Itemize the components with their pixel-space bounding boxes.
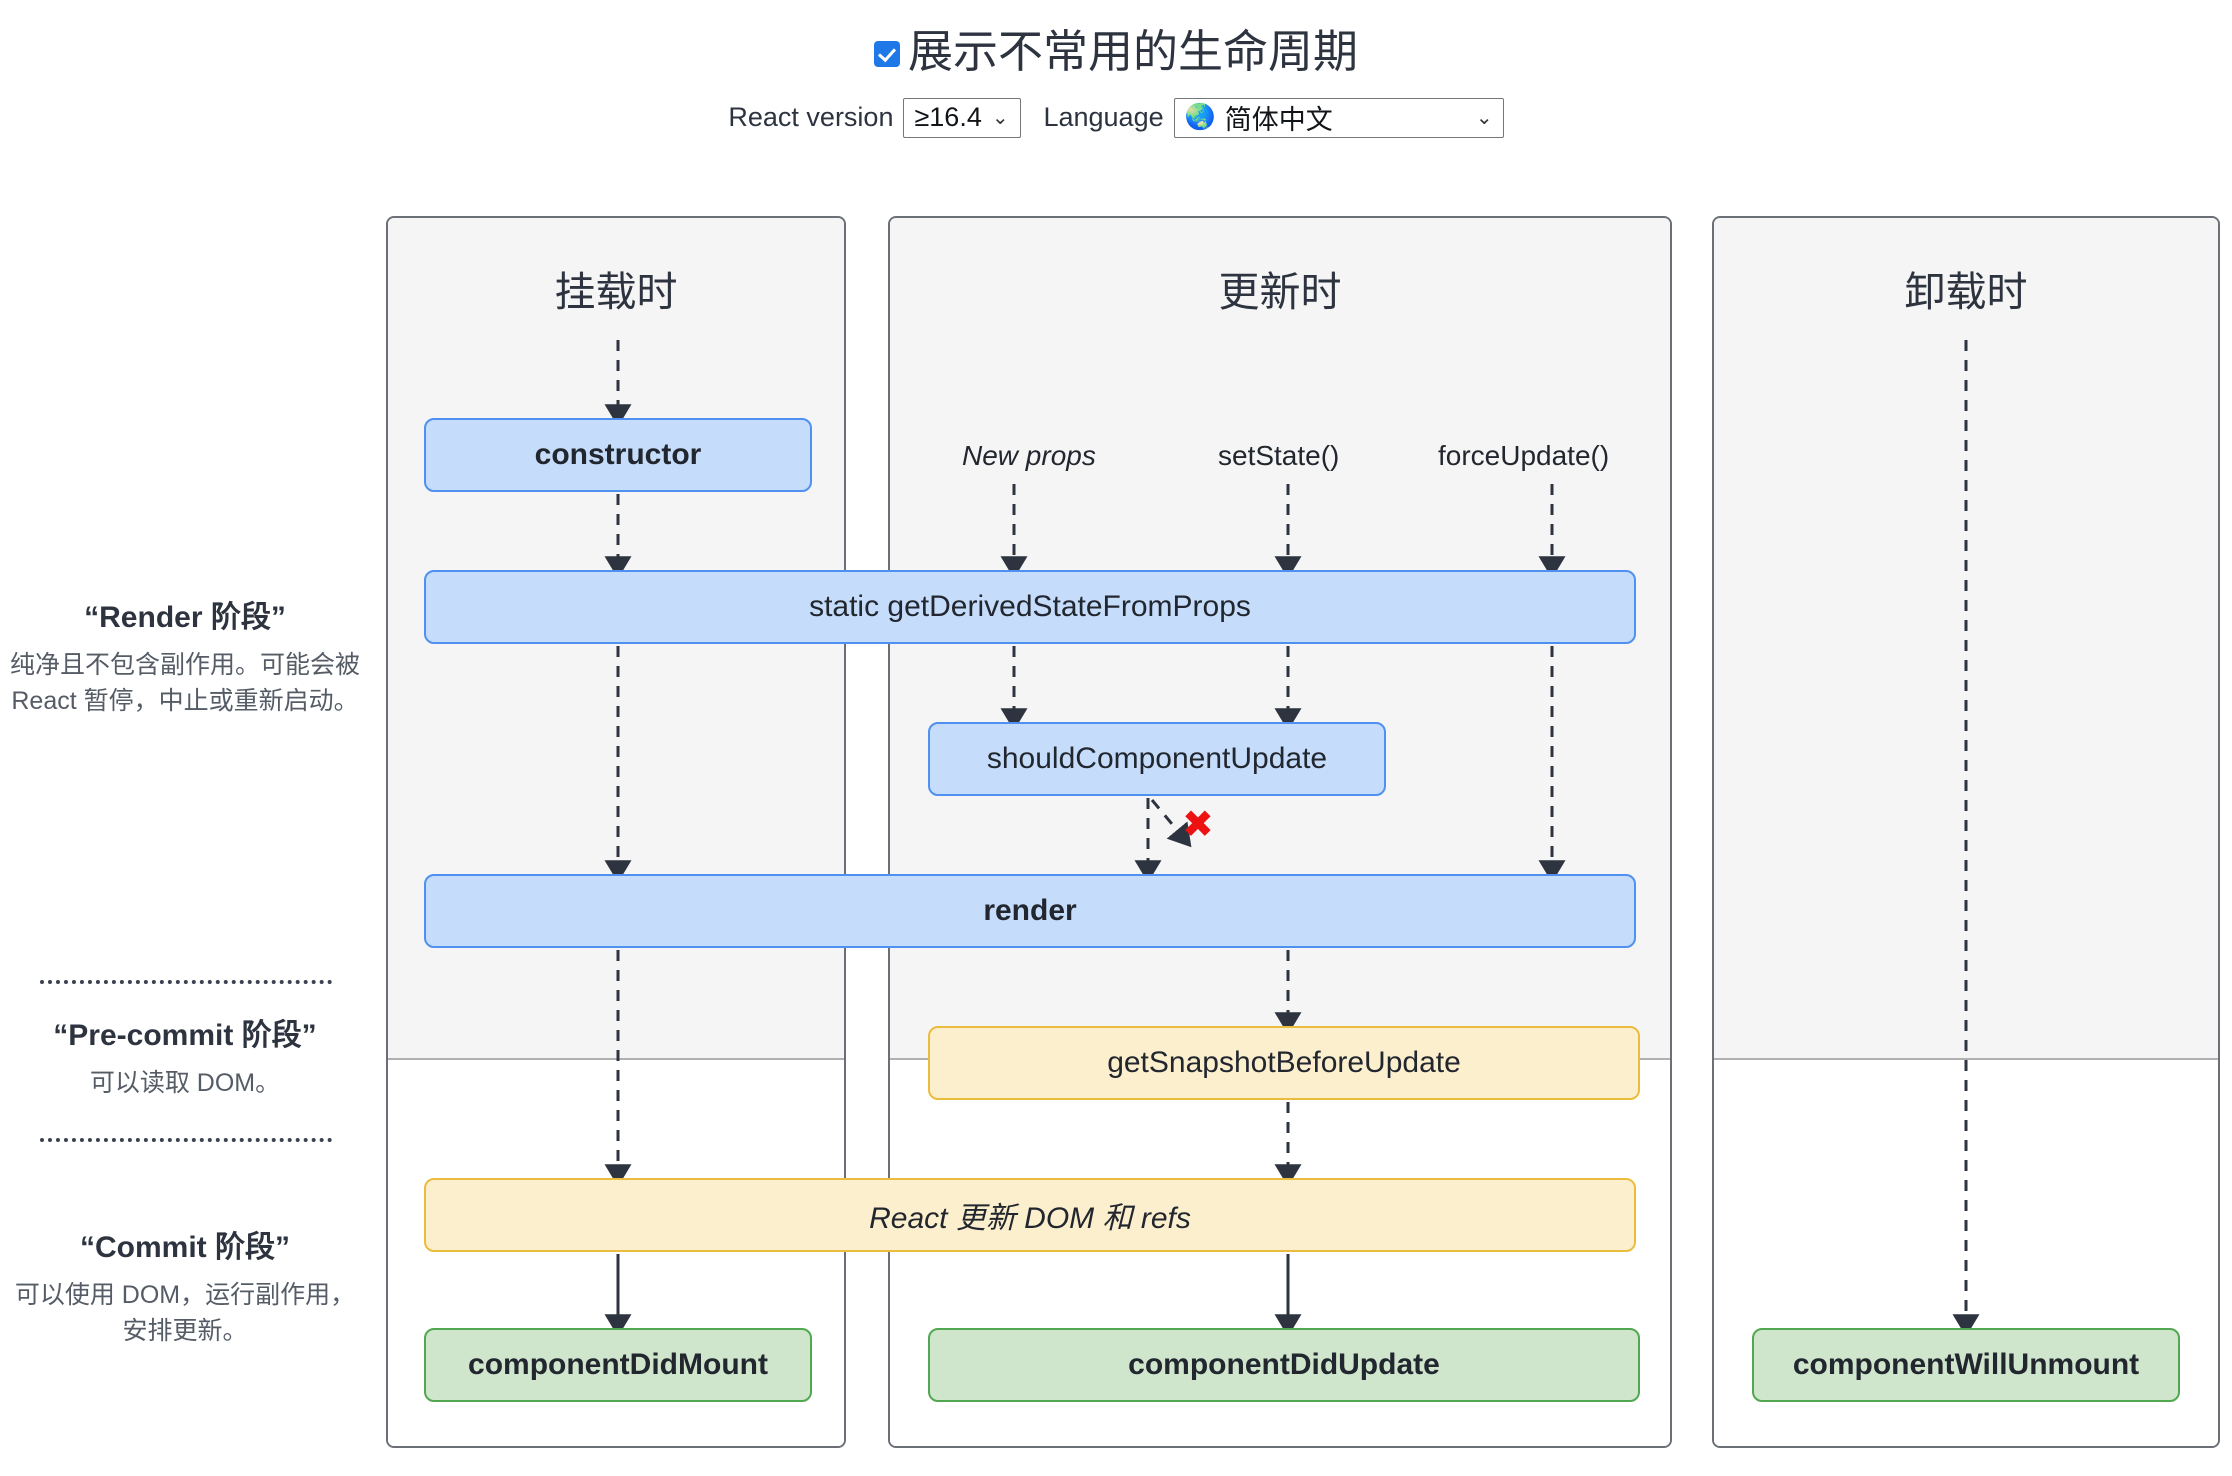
panel-phase-divider — [388, 1058, 844, 1060]
lifecycle-box-component-will-unmount[interactable]: componentWillUnmount — [1752, 1328, 2180, 1402]
column-panel-unmounting — [1712, 216, 2220, 1448]
language-label: Language — [1043, 102, 1164, 133]
phase-legend-render: “Render 阶段” 纯净且不包含副作用。可能会被 React 暂停，中止或重… — [10, 592, 360, 719]
chevron-down-icon: ⌄ — [1475, 106, 1493, 129]
panel-render-region — [1714, 218, 2218, 1058]
phase-legend-commit: “Commit 阶段” 可以使用 DOM，运行副作用，安排更新。 — [10, 1222, 360, 1349]
lifecycle-box-get-derived-state-from-props[interactable]: static getDerivedStateFromProps — [424, 570, 1636, 644]
react-version-select[interactable]: ≥16.4 ⌄ — [903, 97, 1022, 138]
phase-divider-top — [40, 980, 332, 984]
lifecycle-box-get-snapshot-before-update[interactable]: getSnapshotBeforeUpdate — [928, 1026, 1640, 1100]
title-row: 展示不常用的生命周期 — [873, 26, 1358, 78]
controls-row: React version ≥16.4 ⌄ Language 🌏 简体中文 ⌄ — [0, 97, 2232, 138]
phase-description: 纯净且不包含副作用。可能会被 React 暂停，中止或重新启动。 — [10, 651, 361, 715]
phase-name: “Render 阶段” — [84, 601, 286, 634]
lifecycle-box-component-did-update[interactable]: componentDidUpdate — [928, 1328, 1640, 1402]
phase-description: 可以读取 DOM。 — [89, 1069, 281, 1097]
lifecycle-box-render[interactable]: render — [424, 874, 1636, 948]
trigger-set-state: setState() — [1218, 440, 1340, 471]
language-value-wrap: 🌏 简体中文 — [1185, 98, 1333, 137]
lifecycle-box-react-updates-dom-and-refs: React 更新 DOM 和 refs — [424, 1178, 1636, 1252]
page-title: 展示不常用的生命周期 — [907, 26, 1358, 77]
react-version-control: React version ≥16.4 ⌄ — [728, 97, 1022, 138]
phase-divider-bottom — [40, 1138, 332, 1142]
react-version-label: React version — [728, 102, 894, 133]
globe-icon: 🌏 — [1184, 103, 1216, 132]
lifecycle-box-should-component-update[interactable]: shouldComponentUpdate — [928, 722, 1386, 796]
react-version-value: ≥16.4 — [914, 102, 982, 133]
column-title-unmounting: 卸载时 — [1904, 269, 2028, 315]
lifecycle-box-constructor[interactable]: constructor — [424, 418, 812, 492]
language-select[interactable]: 🌏 简体中文 ⌄ — [1173, 97, 1504, 138]
lifecycle-box-component-did-mount[interactable]: componentDidMount — [424, 1328, 812, 1402]
phase-name: “Pre-commit 阶段” — [53, 1019, 317, 1052]
language-value: 简体中文 — [1224, 105, 1333, 136]
show-less-common-lifecycles-checkbox[interactable] — [873, 40, 900, 67]
column-title-updating: 更新时 — [1218, 269, 1342, 315]
trigger-new-props: New props — [962, 440, 1096, 471]
phase-legend-precommit: “Pre-commit 阶段” 可以读取 DOM。 — [10, 1010, 360, 1102]
trigger-force-update: forceUpdate() — [1438, 440, 1610, 471]
phase-description: 可以使用 DOM，运行副作用，安排更新。 — [14, 1281, 356, 1345]
chevron-down-icon: ⌄ — [991, 106, 1009, 129]
page-header: 展示不常用的生命周期 React version ≥16.4 ⌄ Languag… — [0, 0, 2232, 138]
language-control: Language 🌏 简体中文 ⌄ — [1043, 97, 1504, 138]
skip-update-x-icon: ✖ — [1182, 804, 1214, 846]
panel-phase-divider — [1714, 1058, 2218, 1060]
column-title-mounting: 挂载时 — [554, 269, 678, 315]
phase-name: “Commit 阶段” — [80, 1231, 290, 1264]
